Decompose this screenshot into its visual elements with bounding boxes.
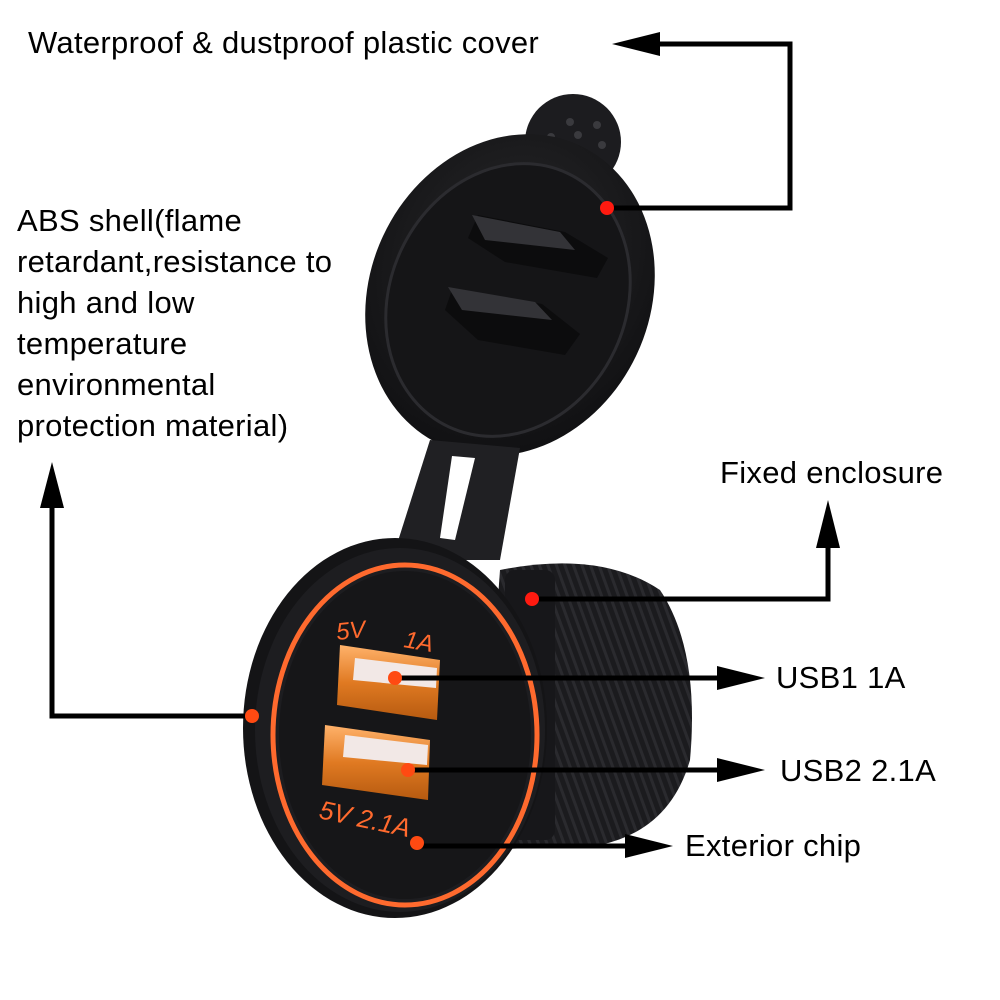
marking-1a: 1A — [402, 626, 436, 658]
callout-fixed-enclosure: Fixed enclosure — [720, 455, 944, 490]
dot-abs — [245, 709, 259, 723]
leader-enclosure — [532, 545, 831, 602]
marking-5v-top: 5V — [335, 616, 369, 646]
callout-cover: Waterproof & dustproof plastic cover — [28, 25, 540, 60]
leader-cover — [607, 41, 793, 211]
callout-abs-line: ABS shell(flame — [17, 203, 243, 238]
arrow-left-icon — [612, 32, 660, 56]
dot-usb2 — [401, 763, 415, 777]
callout-dots — [245, 201, 614, 850]
arrow-right-icon — [717, 666, 765, 690]
dot-usb1 — [388, 671, 402, 685]
socket-face: 5V 1A 5V 2.1A — [243, 538, 547, 918]
callout-exterior-chip: Exterior chip — [685, 828, 862, 863]
usb-port-2 — [322, 725, 430, 800]
cover-strap — [392, 440, 520, 560]
callout-usb2: USB2 2.1A — [780, 753, 937, 788]
dot-cover — [600, 201, 614, 215]
leader-lines — [49, 41, 831, 849]
arrow-right-icon — [625, 834, 673, 858]
callout-abs-line: retardant,resistance to — [17, 244, 333, 279]
callout-abs-line: environmental — [17, 367, 216, 402]
leader-abs — [49, 500, 252, 719]
dot-chip — [410, 836, 424, 850]
dot-enclosure — [525, 592, 539, 606]
arrow-up-icon — [816, 500, 840, 548]
callout-abs-shell: ABS shell(flame retardant,resistance to … — [17, 200, 332, 446]
dust-cover — [365, 94, 655, 456]
callout-abs-line: high and low — [17, 285, 195, 320]
arrow-up-icon — [40, 462, 64, 508]
arrowheads — [40, 32, 840, 858]
callout-usb1: USB1 1A — [776, 660, 906, 695]
callout-abs-line: protection material) — [17, 408, 289, 443]
callout-abs-line: temperature — [17, 326, 188, 361]
arrow-right-icon — [717, 758, 765, 782]
